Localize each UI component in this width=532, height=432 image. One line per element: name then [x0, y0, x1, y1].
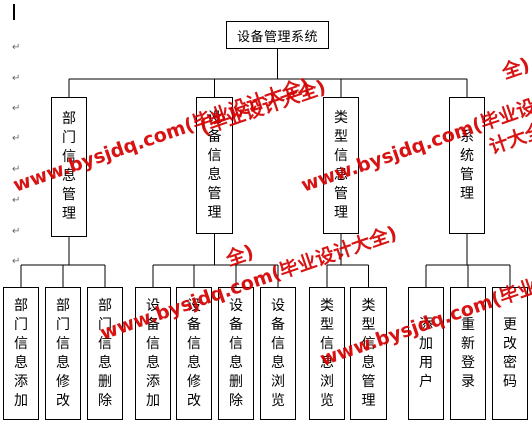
function-label: 重 新 登 录: [461, 316, 475, 390]
text-cursor: [13, 4, 15, 20]
function-label: 类 型 信 息 浏 览: [320, 297, 334, 409]
function-node-3-1: 类 型 信 息 浏 览: [309, 287, 345, 420]
function-label: 类 型 信 息 管 理: [361, 297, 376, 409]
function-label: 设 备 信 息 删 除: [229, 297, 243, 409]
module-node-3: 类 型 信 息 管 理: [323, 97, 359, 234]
function-label: 部 门 信 息 删 除: [98, 297, 112, 409]
function-node-2-2: 设 备 信 息 修 改: [176, 287, 212, 420]
function-node-2-1: 设 备 信 息 添 加: [135, 287, 171, 420]
root-node-label: 设备管理系统: [236, 29, 318, 45]
paragraph-mark: ↵: [12, 42, 21, 53]
function-node-1-1: 部 门 信 息 添 加: [3, 287, 39, 420]
paragraph-mark: ↵: [12, 73, 21, 84]
function-node-4-2: 重 新 登 录: [450, 287, 486, 420]
module-node-1: 部 门 信 息 管 理: [51, 97, 87, 237]
module-label: 设 备 信 息 管 理: [207, 109, 222, 221]
function-node-3-2: 类 型 信 息 管 理: [350, 287, 387, 420]
function-node-1-3: 部 门 信 息 删 除: [87, 287, 123, 420]
function-node-1-2: 部 门 信 息 修 改: [45, 287, 81, 420]
module-label: 类 型 信 息 管 理: [334, 109, 348, 221]
paragraph-mark: ↵: [12, 195, 21, 206]
function-label: 添 加 用 户: [419, 316, 433, 390]
paragraph-mark: ↵: [12, 103, 21, 114]
function-node-2-3: 设 备 信 息 删 除: [218, 287, 254, 420]
module-label: 部 门 信 息 管 理: [62, 111, 76, 222]
function-label: 设 备 信 息 修 改: [187, 297, 201, 409]
function-label: 设 备 信 息 浏 览: [271, 297, 285, 409]
paragraph-mark: ↵: [12, 256, 21, 267]
paragraph-mark: ↵: [12, 164, 21, 175]
function-node-4-1: 添 加 用 户: [408, 287, 444, 420]
paragraph-mark: ↵: [12, 133, 21, 144]
function-label: 部 门 信 息 添 加: [14, 297, 28, 409]
function-label: 部 门 信 息 修 改: [56, 297, 70, 409]
function-node-4-3: 更 改 密 码: [492, 287, 528, 420]
function-node-2-4: 设 备 信 息 浏 览: [260, 287, 296, 420]
root-node: 设备管理系统: [226, 21, 329, 49]
function-label: 更 改 密 码: [503, 316, 517, 390]
module-node-4: 系 统 管 理: [449, 97, 485, 234]
module-label: 系 统 管 理: [460, 128, 474, 202]
module-node-2: 设 备 信 息 管 理: [196, 97, 233, 234]
paragraph-mark: ↵: [12, 226, 21, 237]
function-label: 设 备 信 息 添 加: [146, 297, 160, 409]
